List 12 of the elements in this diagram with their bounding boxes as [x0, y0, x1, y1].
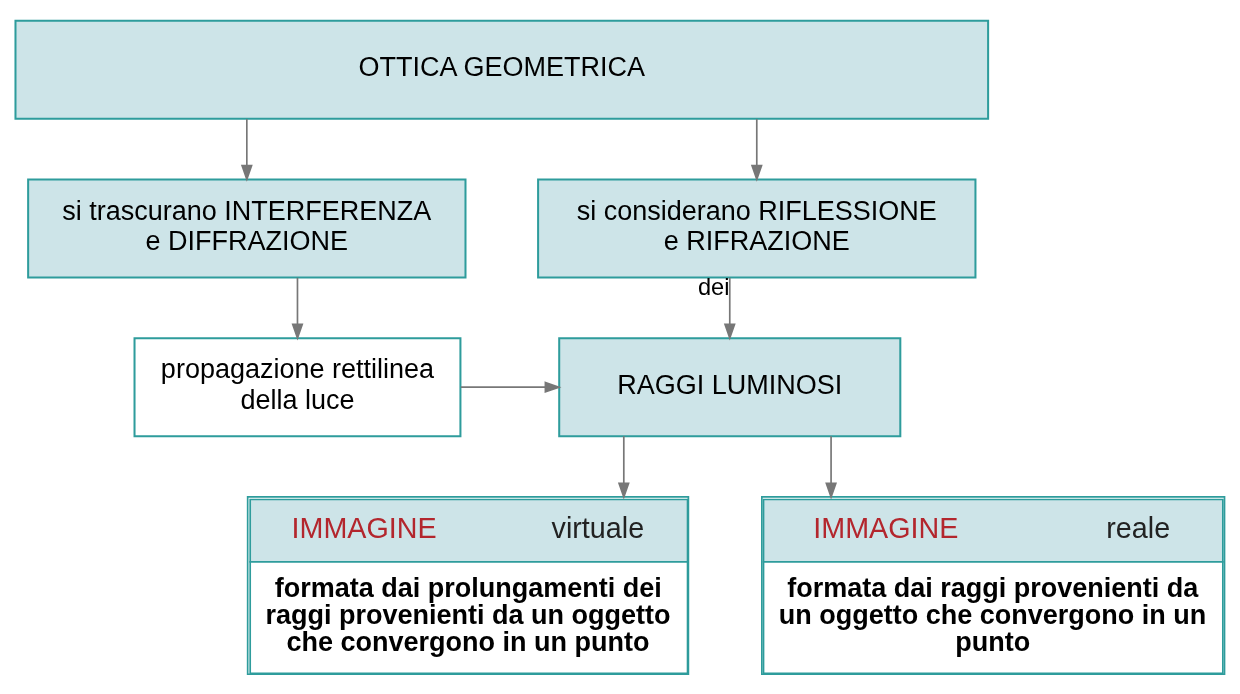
- node-box: RAGGI LUMINOSI: [558, 336, 902, 437]
- arrow: [750, 117, 763, 182]
- arrow: [617, 434, 630, 499]
- node-box: propagazione rettilinea della luce: [133, 336, 462, 437]
- arrow: [723, 276, 736, 340]
- arrow: [460, 380, 562, 393]
- node-box: OTTICA GEOMETRICA: [14, 19, 990, 120]
- arrow: [291, 276, 304, 340]
- arrow: [240, 117, 253, 182]
- node-box: si considerano RIFLESSIONE e RIFRAZIONE: [537, 177, 977, 278]
- node-box: si trascurano INTERFERENZA e DIFFRAZIONE: [27, 177, 467, 278]
- arrow: [825, 434, 837, 499]
